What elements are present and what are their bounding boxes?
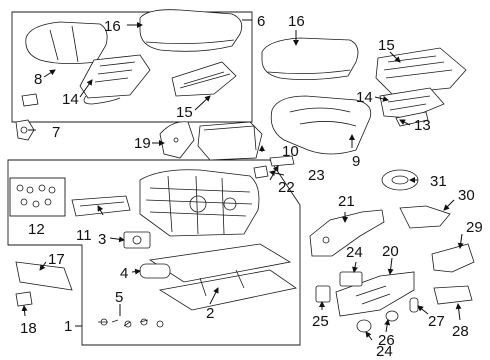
leader-lines <box>21 19 464 341</box>
callout-27: 27 <box>428 313 445 330</box>
callout-13: 13 <box>414 117 431 134</box>
bracket-29 <box>431 243 475 273</box>
cushion-insert-10 <box>197 121 263 161</box>
callout-11: 11 <box>76 227 92 244</box>
callout-20: 20 <box>382 243 399 260</box>
knob-26 <box>356 319 372 333</box>
callout-1: 1 <box>64 318 72 335</box>
callout-28: 28 <box>452 323 469 340</box>
callout-23: 23 <box>308 167 325 184</box>
small-bracket-8a <box>21 93 39 107</box>
backrest-pad-16 <box>261 37 359 80</box>
seat-cushion-9 <box>270 95 372 155</box>
callout-15a: 15 <box>176 104 193 121</box>
fasteners-5 <box>98 318 164 328</box>
callout-10: 10 <box>282 143 299 160</box>
switch-24 <box>339 271 363 287</box>
callout-17: 17 <box>48 251 65 268</box>
shield-21 <box>309 209 385 257</box>
callout-2: 2 <box>206 305 214 322</box>
callout-8: 8 <box>34 71 42 88</box>
trim-panel-17 <box>15 261 73 291</box>
connector-clip-7 <box>15 119 35 141</box>
callout-29: 29 <box>466 219 483 236</box>
callout-24b: 24 <box>376 343 393 360</box>
seat-cushion-pad <box>139 9 243 52</box>
pin-27 <box>409 297 419 313</box>
callout-16a: 16 <box>104 18 121 35</box>
callout-19: 19 <box>134 135 151 152</box>
callout-16b: 16 <box>288 13 305 30</box>
callout-9: 9 <box>352 153 360 170</box>
callout-12: 12 <box>28 221 45 238</box>
callout-7: 7 <box>52 124 60 141</box>
switch-25 <box>315 285 331 303</box>
seat-track-2 <box>148 243 297 311</box>
callout-22: 22 <box>278 179 295 196</box>
callout-25: 25 <box>312 313 329 330</box>
callout-30: 30 <box>458 187 475 204</box>
hardware-kit-12 <box>16 184 56 208</box>
switch-bezel-20 <box>335 271 415 317</box>
bracket-30 <box>399 205 451 229</box>
seat-back-heater-element <box>79 54 151 105</box>
callout-4: 4 <box>120 265 128 282</box>
backrest-heater-15 <box>375 47 467 95</box>
callout-14b: 14 <box>356 89 373 106</box>
seat-back-pad-upper <box>25 21 108 64</box>
callout-labels: 16 6 16 15 8 14 15 14 13 7 19 10 9 22 23… <box>20 13 483 360</box>
callout-14a: 14 <box>62 91 79 108</box>
clip-18 <box>15 291 33 307</box>
callout-18: 18 <box>20 320 37 337</box>
heater-mat-14 <box>379 87 445 119</box>
slide-rail-11 <box>71 195 131 217</box>
callout-26: 26 <box>378 332 395 349</box>
module-28 <box>433 285 473 305</box>
callout-6: 6 <box>257 13 265 30</box>
cap-26b <box>385 310 399 322</box>
hardware-kit-frame <box>9 177 66 217</box>
clip-22 <box>253 165 269 179</box>
callout-21: 21 <box>338 193 355 210</box>
callout-24a: 24 <box>346 244 363 261</box>
callout-3: 3 <box>98 231 106 248</box>
callout-5: 5 <box>115 289 123 306</box>
seat-frame-assembly <box>139 169 260 237</box>
cushion-frame-wire <box>171 61 237 97</box>
motor-3 <box>123 231 151 249</box>
callout-15b: 15 <box>378 37 395 54</box>
motor-4 <box>139 263 171 279</box>
sensor-31 <box>381 169 419 191</box>
side-shield-19 <box>159 121 195 159</box>
callout-31: 31 <box>430 173 447 190</box>
bracket-23 <box>269 155 295 167</box>
